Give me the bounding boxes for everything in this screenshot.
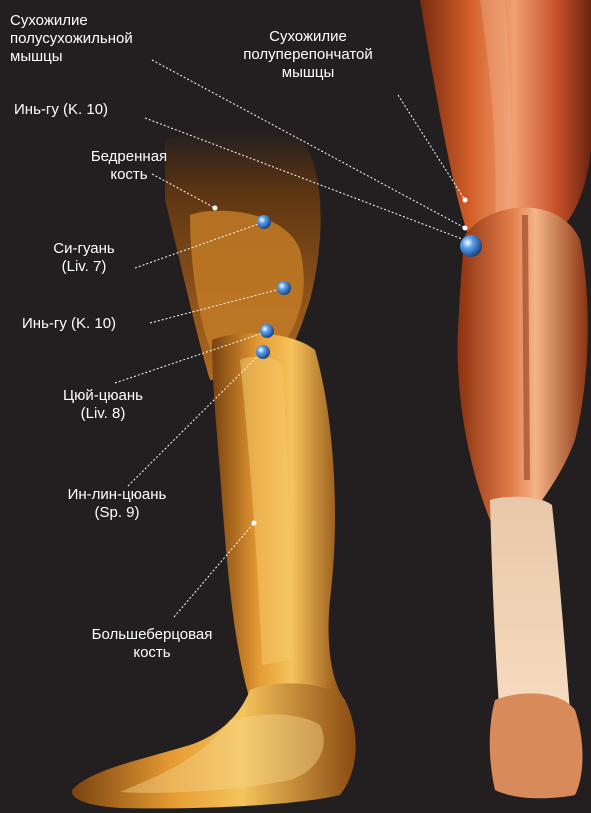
femur-dot [213,206,218,211]
label-yin-gu-back: Инь-гу (K. 10) [14,101,108,119]
label-yin-ling-quan: Ин-лин-цюань (Sp. 9) [42,486,192,522]
yin-gu-side-point [277,281,291,295]
label-tibia: Большеберцовая кость [62,626,242,662]
label-semitendinosus-tendon: Сухожилие полусухожильной мышцы [10,12,133,66]
back-leg-illustration [420,0,591,798]
side-leg-illustration [72,131,356,809]
semimembranosus-dot [463,198,468,203]
tibia-dot [252,521,257,526]
label-yin-gu-side: Инь-гу (K. 10) [22,315,116,333]
yin-ling-quan-point [256,345,270,359]
achilles-tendon [490,497,570,720]
qu-quan-point [260,324,274,338]
heel-shape [490,693,583,798]
yin-gu-back-point [460,235,482,257]
semitendinosus-dot [463,226,468,231]
label-xi-guan: Си-гуань (Liv. 7) [32,240,136,276]
label-semimembranosus-tendon: Сухожилие полуперепончатой мышцы [218,28,398,82]
label-qu-quan: Цюй-цюань (Liv. 8) [28,387,178,423]
label-femur: Бедренная кость [62,148,196,184]
xi-guan-point [257,215,271,229]
